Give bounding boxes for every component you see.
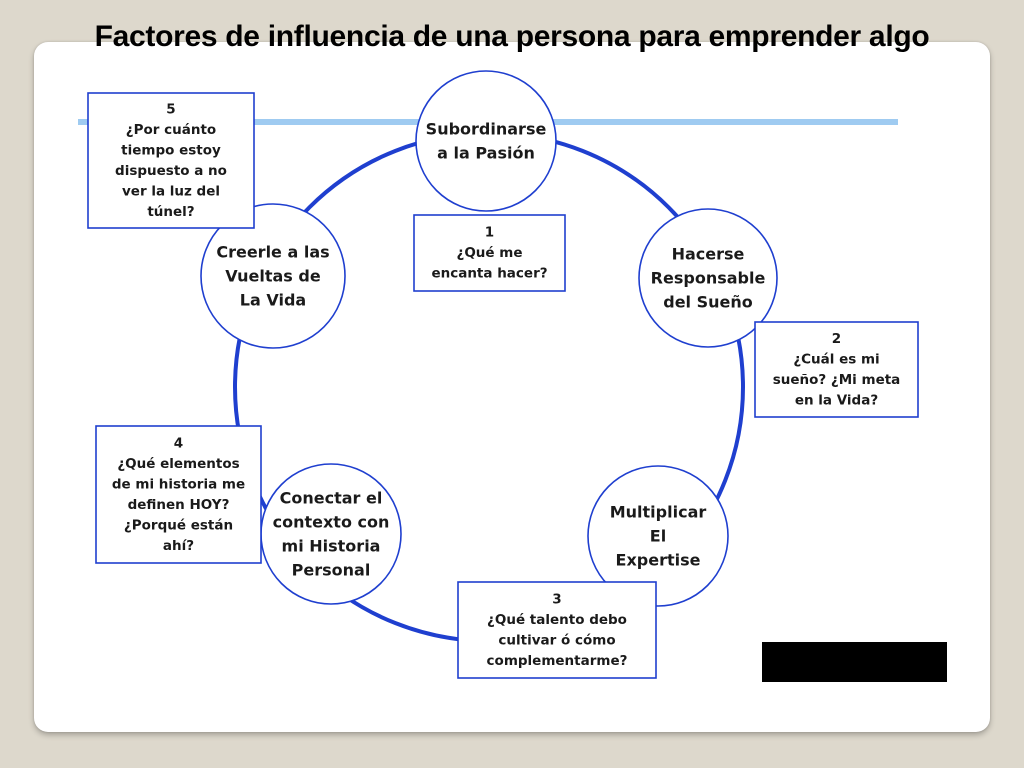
node-circle [415, 70, 557, 212]
question-text-line: cultivar ó cómo [498, 632, 615, 648]
question-text-line: dispuesto a no [115, 163, 227, 179]
question-text: 5 ¿Por cuánto tiempo estoy dispuesto a no ve… [115, 101, 227, 220]
question-boxes-layer: 1 ¿Qué me encanta hacer? 2 ¿Cuál es mi sueño?… [87, 92, 919, 679]
slide-title: Factores de influencia de una persona pa… [94, 20, 930, 53]
question-box-frame [754, 321, 919, 418]
node-label-line: Expertise [616, 551, 701, 570]
question-text-line: 5 [166, 101, 175, 117]
question-text-line: ¿Qué elementos [117, 456, 239, 472]
node-label-line: contexto con [273, 513, 390, 532]
question-box-frame [457, 581, 657, 679]
node-label-line: La Vida [240, 291, 306, 310]
node-label: Subordinarse a la Pasión [426, 120, 547, 163]
redacted-block [762, 642, 947, 682]
question-text-line: encanta hacer? [431, 266, 547, 282]
question-text-line: de mi historia me [112, 476, 245, 492]
question-box-q1: 1 ¿Qué me encanta hacer? [413, 214, 566, 292]
node-label-line: Hacerse [672, 245, 745, 264]
question-box-q3: 3 ¿Qué talento debo cultivar ó cómo complem… [457, 581, 657, 679]
question-box-q5: 5 ¿Por cuánto tiempo estoy dispuesto a no ve… [87, 92, 255, 229]
question-text-line: sueño? ¿Mi meta [773, 372, 901, 388]
question-box-frame [87, 92, 255, 229]
question-box-frame [95, 425, 262, 564]
node-label-line: El [650, 527, 666, 546]
node-label-line: Multiplicar [610, 503, 707, 522]
question-text-line: 3 [552, 591, 561, 607]
question-box-q4: 4 ¿Qué elementos de mi historia me definen … [95, 425, 262, 564]
question-text-line: ¿Qué me [457, 245, 523, 261]
question-text-line: en la Vida? [795, 392, 878, 408]
node-circle [638, 208, 778, 348]
question-text-line: ¿Por cuánto [126, 122, 216, 138]
question-text-line: ¿Porqué están [124, 517, 233, 533]
node-circle [200, 203, 346, 349]
question-text: 2 ¿Cuál es mi sueño? ¿Mi meta en la Vida? [773, 331, 901, 409]
node-label-line: Vueltas de [225, 267, 321, 286]
node-circle [260, 463, 402, 605]
node-label-line: Creerle a las [216, 243, 329, 262]
question-text-line: tiempo estoy [121, 142, 221, 158]
question-text-line: 4 [174, 435, 183, 451]
question-text-line: complementarme? [487, 653, 628, 669]
question-box-q2: 2 ¿Cuál es mi sueño? ¿Mi meta en la Vida? [754, 321, 919, 418]
node-label-line: Personal [292, 561, 371, 580]
node-label-line: Responsable [651, 269, 766, 288]
question-text: 4 ¿Qué elementos de mi historia me definen … [112, 435, 245, 554]
question-text-line: definen HOY? [128, 497, 230, 513]
node-label-line: a la Pasión [437, 144, 535, 163]
question-text-line: ¿Cuál es mi [793, 351, 879, 367]
question-text-line: túnel? [147, 204, 194, 220]
question-text: 3 ¿Qué talento debo cultivar ó cómo complem… [487, 591, 628, 669]
question-text: 1 ¿Qué me encanta hacer? [431, 225, 547, 282]
question-text-line: ¿Qué talento debo [487, 612, 627, 628]
question-text-line: 2 [832, 331, 841, 347]
node-subordinarse: Subordinarse a la Pasión [415, 70, 557, 212]
question-text-line: ahí? [163, 538, 194, 554]
question-box-frame [413, 214, 566, 292]
node-label-line: mi Historia [282, 537, 381, 556]
node-label-line: del Sueño [663, 293, 753, 312]
question-text-line: 1 [485, 225, 494, 241]
question-text-line: ver la luz del [122, 183, 220, 199]
node-label-line: Conectar el [280, 489, 383, 508]
node-label-line: Subordinarse [426, 120, 547, 139]
node-circle [587, 465, 729, 607]
